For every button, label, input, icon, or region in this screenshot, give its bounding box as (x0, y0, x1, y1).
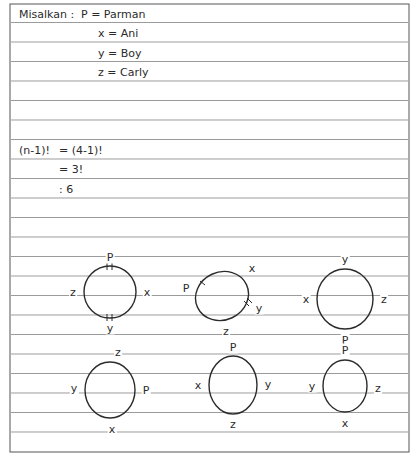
seat-letter: x (194, 379, 203, 392)
round-table (323, 360, 367, 412)
seat-letter: x (143, 286, 152, 299)
seat-letter: y (255, 302, 264, 315)
seat-letter: z (374, 382, 382, 395)
seat-letter: z (380, 293, 388, 306)
note-text: = (4-1)! (58, 144, 104, 157)
tick-marks (107, 263, 252, 321)
seat-letter: x (341, 417, 350, 430)
note-text: P = Parman (80, 8, 146, 21)
seat-letter: P (106, 251, 115, 264)
seat-letter: x (248, 262, 257, 275)
note-text: y = Boy (97, 47, 143, 60)
round-table (85, 362, 135, 418)
round-table (209, 356, 257, 414)
page-border (10, 4, 409, 452)
round-table (317, 269, 373, 329)
ruled-lines (11, 21, 408, 446)
note-text: : 6 (58, 183, 74, 196)
note-text: Misalkan : (18, 8, 75, 21)
note-text: (n-1)! (18, 144, 51, 157)
seat-letter: y (341, 253, 350, 266)
note-text: z = Carly (97, 66, 150, 79)
seat-letter: z (69, 286, 77, 299)
round-table (84, 266, 136, 318)
seat-letter: y (264, 378, 273, 391)
seating-circles (84, 263, 373, 418)
seat-letter: y (106, 322, 115, 335)
note-text: x = Ani (97, 27, 139, 40)
seat-letter: P (229, 341, 238, 354)
seat-letter: y (70, 382, 79, 395)
seat-letter: z (222, 325, 230, 338)
seat-letter: z (229, 418, 237, 431)
seat-letter: P (182, 282, 191, 295)
seat-letter: P (142, 384, 151, 397)
seat-letter: x (108, 423, 117, 436)
round-table (187, 263, 256, 329)
seat-letter: x (302, 293, 311, 306)
note-text: = 3! (58, 163, 84, 176)
seat-letter: P (341, 344, 350, 357)
seat-letter: z (114, 346, 122, 359)
seat-letter: y (308, 380, 317, 393)
